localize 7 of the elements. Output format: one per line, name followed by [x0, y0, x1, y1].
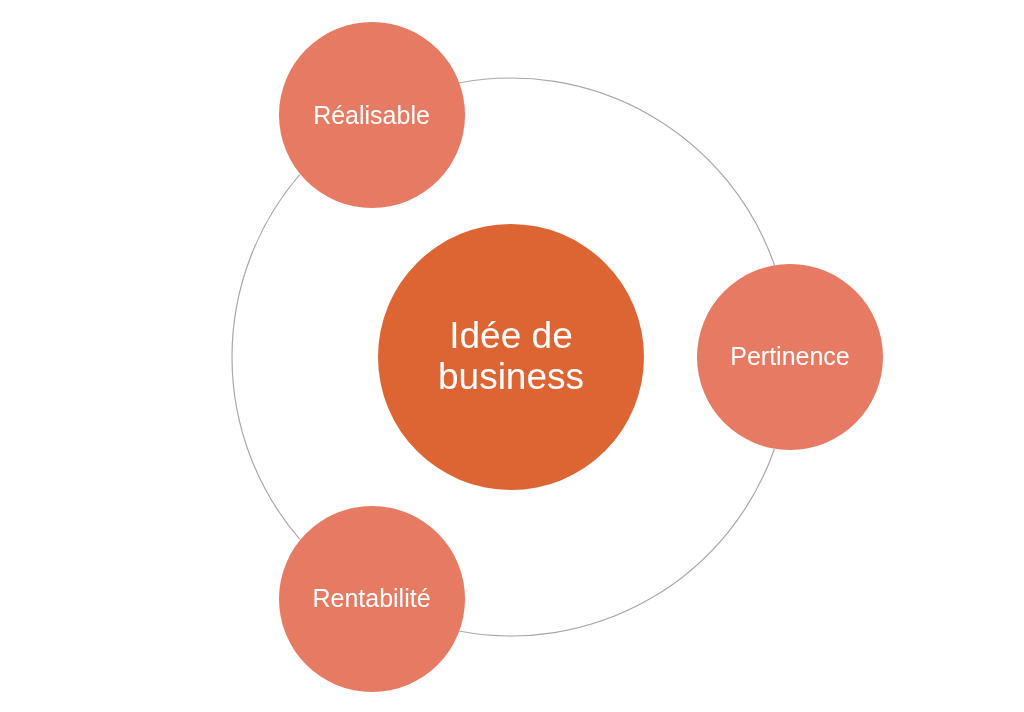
- connector-arc: [458, 77, 776, 266]
- connector-arc: [232, 174, 301, 540]
- node-label: Rentabilité: [312, 584, 431, 613]
- node-label: Idée de business: [437, 316, 585, 398]
- node-label: Pertinence: [730, 343, 850, 371]
- node-label: Réalisable: [313, 101, 430, 130]
- connector-arc: [458, 448, 776, 637]
